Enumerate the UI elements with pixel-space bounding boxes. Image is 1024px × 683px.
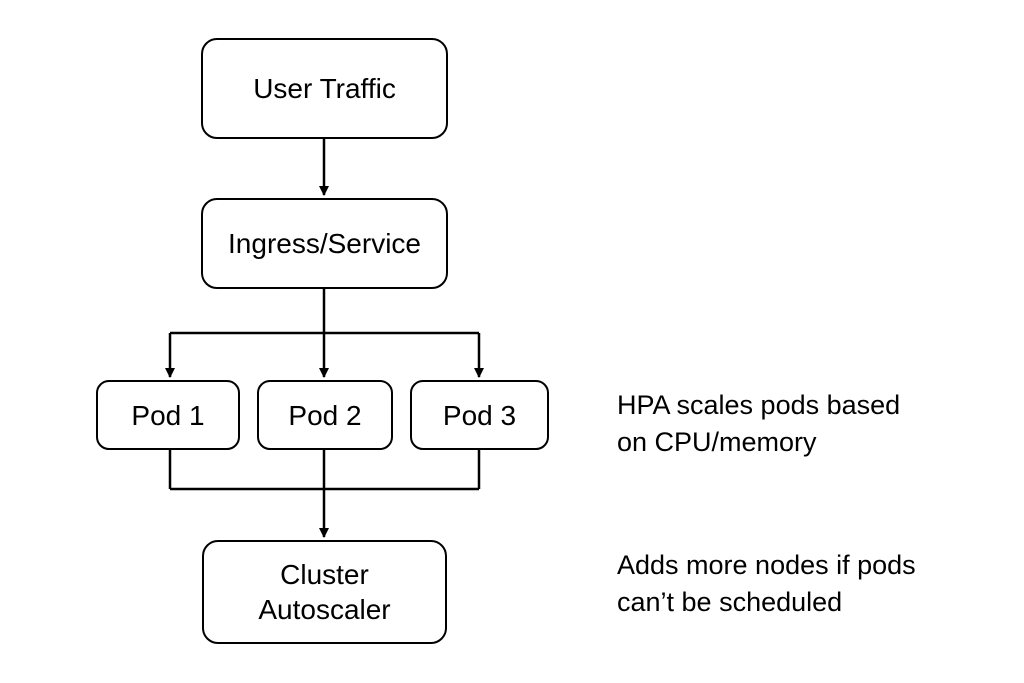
pod-1-label: Pod 1 [131,399,205,431]
hpa-note: HPA scales pods based on CPU/memory [617,390,901,457]
user-traffic-label: User Traffic [253,73,396,104]
ingress-service-node: Ingress/Service [201,198,448,289]
cluster-autoscaler-label: Cluster Autoscaler [258,559,391,625]
pod-2-label: Pod 2 [288,399,362,431]
pod-2-node: Pod 2 [257,380,393,450]
ingress-service-label: Ingress/Service [228,228,421,259]
pod-1-node: Pod 1 [96,380,240,450]
pod-3-node: Pod 3 [410,380,549,450]
cluster-autoscaler-node: Cluster Autoscaler [202,540,447,644]
autoscaler-note: Adds more nodes if pods can’t be schedul… [617,550,916,617]
pod-3-label: Pod 3 [442,399,517,431]
user-traffic-node: User Traffic [201,38,448,139]
